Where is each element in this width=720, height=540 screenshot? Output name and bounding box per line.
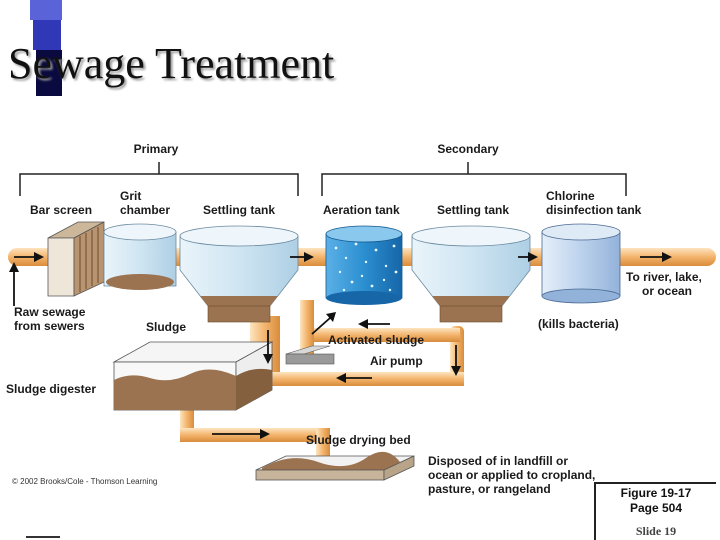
sludge-drying-bed-label: Sludge drying bed (306, 433, 411, 447)
disposed-label-1: Disposed of in landfill or (428, 454, 568, 468)
page-number: Page 504 (629, 501, 683, 515)
primary-settling-tank (179, 225, 299, 323)
chlorine-label-1: Chlorine (546, 189, 595, 203)
chlorine-label-2: disinfection tank (546, 203, 642, 217)
primary-label: Primary (134, 142, 179, 156)
settling-tank-2-label: Settling tank (437, 203, 509, 217)
raw-sewage-label-1: Raw sewage (14, 305, 86, 319)
activated-sludge-pipe (314, 328, 460, 342)
copyright-notice: © 2002 Brooks/Cole - Thomson Learning (12, 477, 157, 486)
sludge-digester (112, 341, 274, 411)
grit-chamber-label-1: Grit (120, 189, 141, 203)
slide-number: Slide 19 (635, 524, 677, 538)
figure-reference-box: Figure 19-17 Page 504 Slide 19 (594, 482, 716, 540)
sludge-digester-label: Sludge digester (6, 382, 96, 396)
aeration-tank (325, 225, 403, 305)
river-label-1: To river, lake, (626, 270, 702, 284)
kills-bacteria-label: (kills bacteria) (538, 317, 619, 331)
settling-tank-1-label: Settling tank (203, 203, 275, 217)
secondary-label: Secondary (437, 142, 499, 156)
bar-screen (47, 221, 105, 297)
air-pipe (300, 300, 314, 356)
flow-arrows (9, 252, 672, 439)
disposed-label-2: ocean or applied to cropland, (428, 468, 595, 482)
sludge-drying-bed (255, 451, 415, 481)
grit-chamber (103, 223, 177, 290)
chlorine-disinfection-tank (541, 223, 621, 304)
secondary-bracket (321, 162, 627, 196)
grit-chamber-label-2: chamber (120, 203, 170, 217)
digester-return-pipe (244, 372, 464, 386)
disposed-label-3: pasture, or rangeland (428, 482, 551, 496)
secondary-settling-tank (411, 225, 531, 323)
air-pump-label: Air pump (370, 354, 423, 368)
figure-number: Figure 19-17 (620, 486, 692, 500)
bottom-divider (26, 536, 60, 538)
air-pump (285, 345, 335, 365)
aeration-tank-label: Aeration tank (323, 203, 400, 217)
raw-sewage-label-2: from sewers (14, 319, 85, 333)
title-decoration (30, 0, 62, 96)
primary-bracket (19, 162, 299, 196)
bar-screen-label: Bar screen (30, 203, 92, 217)
activated-sludge-label: Activated sludge (328, 333, 424, 347)
river-label-2: or ocean (642, 284, 692, 298)
sludge-label: Sludge (146, 320, 186, 334)
page-title: Sewage Treatment (8, 39, 335, 88)
digester-drain-pipe-h (180, 428, 330, 442)
